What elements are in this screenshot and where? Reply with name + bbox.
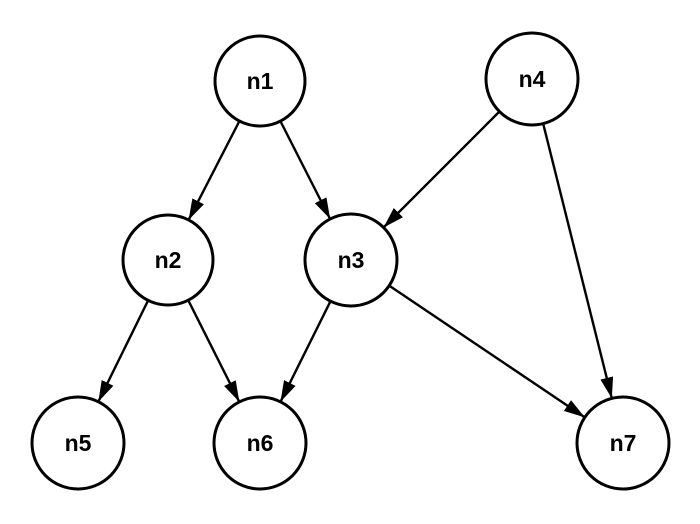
node-label-n1: n1 — [247, 68, 274, 94]
node-circle-n1 — [213, 34, 307, 128]
node-label-n4: n4 — [519, 66, 546, 92]
node-circle-n3 — [303, 212, 399, 308]
node-n4: n4 — [484, 31, 580, 127]
node-n7: n7 — [575, 395, 671, 491]
node-circle-n5 — [30, 395, 126, 491]
edge-n1-n3 — [279, 120, 332, 220]
node-label-n3: n3 — [338, 247, 365, 273]
edge-n4-n3 — [382, 110, 501, 229]
edge-n3-n6 — [279, 300, 332, 403]
edge-n2-n6 — [187, 299, 241, 403]
edge-n1-n2 — [187, 120, 241, 221]
node-circle-n7 — [575, 395, 671, 491]
node-circle-n4 — [484, 31, 580, 127]
node-n3: n3 — [303, 212, 399, 308]
node-circle-n6 — [212, 395, 308, 491]
node-n6: n6 — [212, 395, 308, 491]
node-n1: n1 — [213, 34, 307, 128]
node-label-n5: n5 — [65, 430, 92, 456]
edge-n4-n7 — [541, 123, 614, 399]
node-n2: n2 — [121, 213, 215, 307]
node-label-n7: n7 — [610, 430, 637, 456]
edge-n2-n5 — [97, 299, 150, 403]
edge-n3-n7 — [388, 284, 586, 419]
node-n5: n5 — [30, 395, 126, 491]
node-label-n6: n6 — [247, 430, 274, 456]
node-label-n2: n2 — [155, 247, 182, 273]
node-circle-n2 — [121, 213, 215, 307]
